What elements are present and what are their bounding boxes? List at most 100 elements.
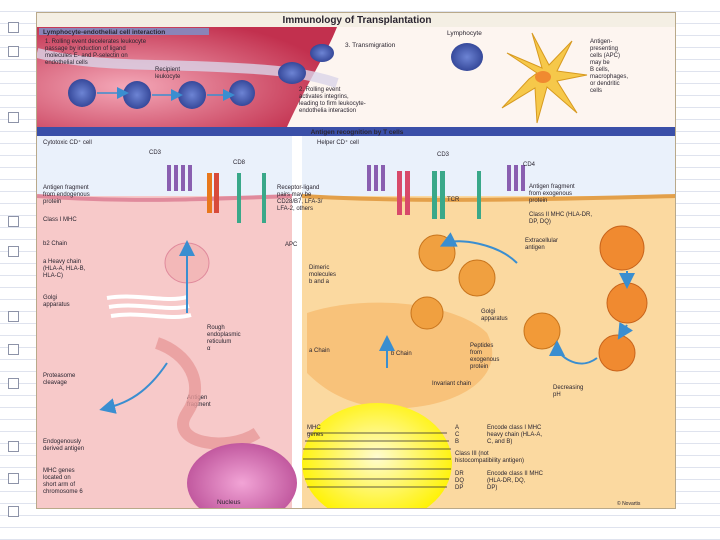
cd3-left-label: CD3 [149,150,162,156]
svg-text:MHC genes: MHC genes [43,468,75,474]
svg-text:may be: may be [590,60,610,66]
class2-label: Class II MHC (HLA-DR, DP, DQ) [529,212,592,225]
svg-text:exogenous: exogenous [470,357,499,363]
svg-text:2. Rolling event: 2. Rolling event [299,87,341,93]
invariant-chain-label: Invariant chain [432,381,471,387]
figure-title: Immunology of Transplantation [283,15,432,26]
nucleus-shape [187,443,297,508]
tcr-label: TCR [447,197,460,203]
leukocyte-cell [68,79,96,107]
svg-text:pH: pH [553,392,561,398]
heavy-chain-label: a Heavy chain (HLA-A, HLA-B, HLA-C) [43,259,86,279]
transplant-figure: Immunology of Transplantation Lymphocyte… [36,12,676,509]
bullet-square [8,441,19,452]
bullet-square [8,46,19,57]
svg-text:Recipient: Recipient [155,67,180,73]
svg-text:from endogenous: from endogenous [43,192,90,198]
svg-text:endothelia interaction: endothelia interaction [299,108,356,114]
svg-text:DP: DP [455,485,463,491]
golgi-right-label: Golgi apparatus [481,309,508,322]
leukocyte-cell [310,44,334,62]
svg-text:α: α [207,346,211,352]
svg-text:chromosome 6: chromosome 6 [43,489,83,495]
svg-text:apparatus: apparatus [481,316,508,322]
svg-text:molecules E- and P-selectin on: molecules E- and P-selectin on [45,53,128,59]
svg-text:a Heavy chain: a Heavy chain [43,259,81,265]
bullet-square [8,378,19,389]
svg-text:located on: located on [43,475,71,481]
apc-center-label: APC [285,242,298,248]
svg-text:Antigen fragment: Antigen fragment [529,184,575,190]
svg-text:Peptides: Peptides [470,343,493,349]
mhc-genes-label: MHC genes [307,425,323,438]
diagram-svg: Immunology of Transplantation Lymphocyte… [37,13,675,508]
svg-text:presenting: presenting [590,46,618,52]
svg-text:Receptor-ligand: Receptor-ligand [277,185,319,191]
mhc-gene-zone [302,403,452,508]
helper-label: Helper CD⁺ cell [317,139,359,146]
bullet-square [8,216,19,227]
top-header: Lymphocyte-endothelial cell interaction [43,29,165,36]
svg-text:HLA-C): HLA-C) [43,273,63,279]
svg-text:antigen: antigen [525,245,545,251]
svg-text:apparatus: apparatus [43,302,70,308]
lymphocyte-cell [451,43,483,71]
svg-text:cleavage: cleavage [43,380,68,386]
bullet-square [8,22,19,33]
extracellular-label: Extracellular antigen [525,238,558,251]
decreasing-ph-label: Decreasing pH [553,385,583,398]
apc-label: Antigen- presenting cells (APC) may be B… [590,39,628,94]
svg-text:Golgi: Golgi [43,295,57,301]
svg-text:(HLA-A, HLA-B,: (HLA-A, HLA-B, [43,266,86,272]
svg-text:heavy chain (HLA-A,: heavy chain (HLA-A, [487,432,542,438]
svg-text:histocompatibility antigen): histocompatibility antigen) [455,458,524,464]
svg-text:protein: protein [470,364,488,370]
svg-text:Class III (not: Class III (not [455,451,489,457]
svg-text:CD28/B7, LFA-3/: CD28/B7, LFA-3/ [277,199,323,205]
svg-text:Decreasing: Decreasing [553,385,583,391]
antigen-exogenous-label: Antigen fragment from exogenous protein [529,184,575,204]
class1-label: Class I MHC [43,217,77,223]
step1-label: 1. Rolling event decelerates leukocyte p… [45,39,147,66]
class1-gene-desc: Encode class I MHC heavy chain (HLA-A, C… [487,425,542,445]
cytotoxic-cell-strip [37,136,292,196]
endogenous-label: Endogenously derived antigen [43,439,84,452]
svg-text:endoplasmic: endoplasmic [207,332,241,338]
recipient-label: Recipient leukocyte [155,67,181,80]
leukocyte-cell [278,62,306,84]
svg-text:Proteasome: Proteasome [43,373,76,379]
class3-label: Class III (not histocompatibility antige… [455,451,524,464]
svg-text:genes: genes [307,432,323,438]
class1-gene-letters: A C B [455,425,460,445]
chromosome-label: MHC genes located on short arm of chromo… [43,468,83,495]
svg-text:leukocyte: leukocyte [155,74,181,80]
svg-text:Dimeric: Dimeric [309,265,329,271]
step2-label: 2. Rolling event activates integrins, le… [299,87,366,114]
proteasome-label: Proteasome cleavage [43,373,76,386]
svg-text:b and a: b and a [309,279,330,285]
golgi-left [106,294,192,319]
svg-text:from exogenous: from exogenous [529,191,572,197]
bullet-square [8,506,19,517]
leukocyte-cell [123,81,151,109]
svg-text:endothelial cells: endothelial cells [45,60,88,66]
svg-text:MHC: MHC [307,425,321,431]
title-bar [37,13,675,27]
svg-text:B: B [455,439,459,445]
svg-text:derived antigen: derived antigen [43,446,84,452]
credit-label: © Novartis [617,500,641,507]
endosome-vesicles [410,225,648,372]
svg-text:Antigen fragment: Antigen fragment [43,185,89,191]
alpha-chain-label: a Chain [309,348,330,354]
svg-text:reticulum: reticulum [207,339,231,345]
bullet-square [8,311,19,322]
class2-gene-desc: Encode class II MHC (HLA-DR, DQ, DP) [487,471,544,491]
recognition-header: Antigen recognition by T cells [311,129,404,136]
svg-text:Endogenously: Endogenously [43,439,81,445]
cd3-right-label: CD3 [437,152,450,158]
bullet-square [8,344,19,355]
svg-text:DP, DQ): DP, DQ) [529,219,551,225]
helper-cell-strip [302,136,675,196]
svg-text:Rough: Rough [207,325,225,331]
